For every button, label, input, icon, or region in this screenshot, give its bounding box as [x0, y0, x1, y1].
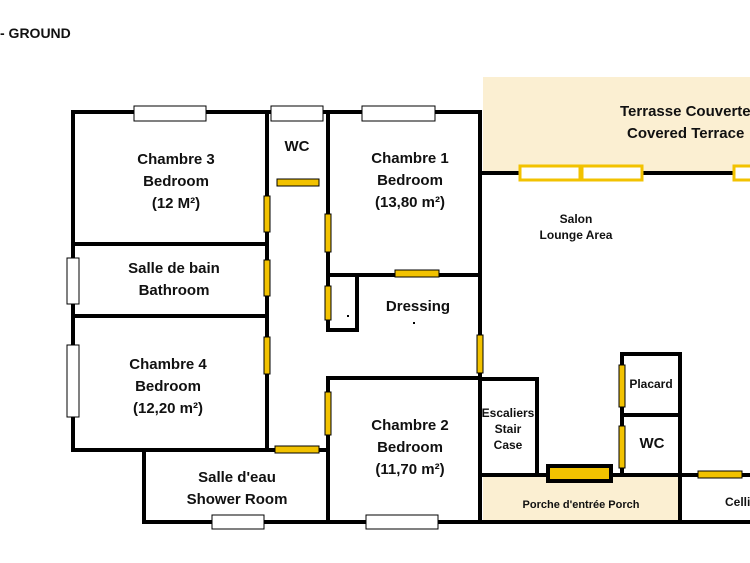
- room-chambre-3: Chambre 3 Bedroom (12 M²): [137, 149, 215, 215]
- window: [270, 105, 324, 122]
- room-chambre-2: Chambre 2 Bedroom (11,70 m²): [371, 415, 449, 481]
- room-name: WC: [639, 435, 665, 452]
- glazing-panel: [518, 164, 582, 182]
- room-chambre-4: Chambre 4 Bedroom (12,20 m²): [129, 354, 207, 420]
- door: [618, 425, 626, 469]
- door: [324, 213, 332, 253]
- room-name-fr: Salle de bain: [128, 260, 220, 277]
- room-name-en: Covered Terrace: [627, 125, 745, 142]
- door: [276, 178, 320, 187]
- room-name-line-2: Stair: [494, 422, 522, 436]
- room-name-en: Bedroom: [135, 378, 201, 395]
- window: [66, 344, 80, 418]
- room-wc-right: WC: [640, 433, 665, 455]
- door: [618, 364, 626, 408]
- room-name: Porche d'entrée Porch: [522, 499, 640, 511]
- room-name-fr: Chambre 1: [371, 150, 449, 167]
- mark: [347, 315, 349, 317]
- door: [263, 195, 271, 233]
- room-name-line-1: Escaliers: [481, 406, 535, 420]
- room-name: Placard: [629, 377, 673, 391]
- windows: [66, 105, 439, 530]
- room-bathroom: Salle de bain Bathroom: [128, 258, 220, 302]
- door: [324, 391, 332, 436]
- room-name: Celli: [725, 495, 750, 509]
- room-terrace: Terrasse Couverte Covered Terrace: [620, 101, 750, 145]
- room-cellier: Celli: [725, 494, 750, 510]
- door: [263, 259, 271, 297]
- door: [274, 445, 320, 454]
- room-name-en: Bedroom: [143, 173, 209, 190]
- room-name-en: Bedroom: [377, 172, 443, 189]
- room-name-fr: Chambre 2: [371, 417, 449, 434]
- room-name-en: Lounge Area: [539, 228, 613, 242]
- window: [66, 257, 80, 305]
- room-shower: Salle d'eau Shower Room: [187, 467, 288, 511]
- window: [365, 514, 439, 530]
- room-name-line-3: Case: [493, 438, 523, 452]
- room-area: (12 M²): [151, 195, 201, 212]
- room-name-fr: Chambre 3: [137, 151, 215, 168]
- room-area: (13,80 m²): [374, 194, 446, 211]
- room-name-en: Shower Room: [186, 491, 288, 508]
- room-area: (12,20 m²): [132, 400, 204, 417]
- doors: [263, 178, 743, 479]
- door: [394, 269, 440, 278]
- glazing-panel: [580, 164, 644, 182]
- glazing-panel: [732, 164, 750, 182]
- room-name-fr: Terrasse Couverte: [620, 103, 750, 120]
- door: [263, 336, 271, 375]
- room-name-fr: Salon: [559, 212, 593, 226]
- mark: [413, 322, 415, 324]
- room-name-fr: Chambre 4: [129, 356, 207, 373]
- window: [211, 514, 265, 530]
- window: [361, 105, 436, 122]
- window: [133, 105, 207, 122]
- terrace-area: [483, 77, 750, 173]
- floor-title: - GROUND: [0, 25, 71, 41]
- room-dressing: Dressing: [386, 296, 450, 318]
- room-porch: Porche d'entrée Porch: [523, 498, 640, 513]
- room-chambre-1: Chambre 1 Bedroom (13,80 m²): [371, 148, 449, 214]
- room-stairs: Escaliers Stair Case: [482, 405, 535, 453]
- door: [476, 334, 484, 374]
- door: [697, 470, 743, 479]
- room-name: Dressing: [385, 298, 451, 315]
- room-placard: Placard: [629, 376, 672, 392]
- entrance-door: [546, 464, 613, 483]
- terrace-glazing: [518, 164, 750, 182]
- room-name-en: Bathroom: [138, 282, 210, 299]
- room-name-en: Bedroom: [377, 439, 443, 456]
- room-name-fr: Salle d'eau: [198, 469, 276, 486]
- room-name: WC: [284, 138, 310, 155]
- door: [324, 285, 332, 321]
- room-wc-top: WC: [285, 136, 310, 158]
- room-salon: Salon Lounge Area: [540, 211, 613, 243]
- room-area: (11,70 m²): [375, 461, 445, 478]
